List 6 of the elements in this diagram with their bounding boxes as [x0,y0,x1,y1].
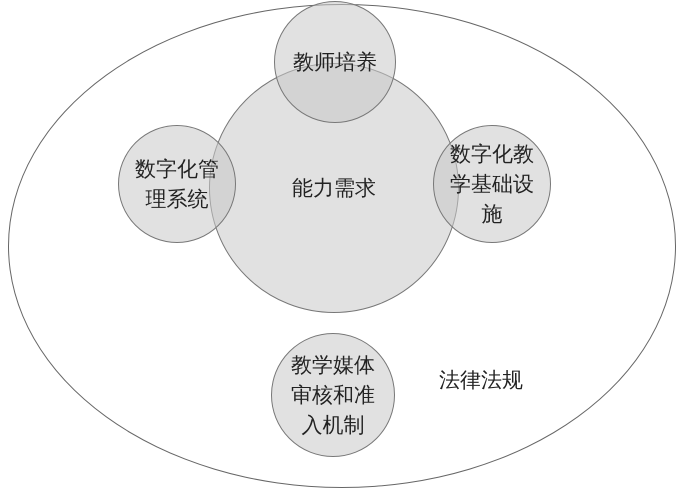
region-label: 法律法规 [439,367,523,394]
circle-label: 数字化管理系统 [134,156,220,213]
circle-label: 教师培养 [292,49,378,76]
circle-label: 教学媒体审核和准入机制 [290,352,376,439]
circle-label: 能力需求 [291,175,377,202]
circle-label: 数字化教学基础设施 [449,141,535,228]
